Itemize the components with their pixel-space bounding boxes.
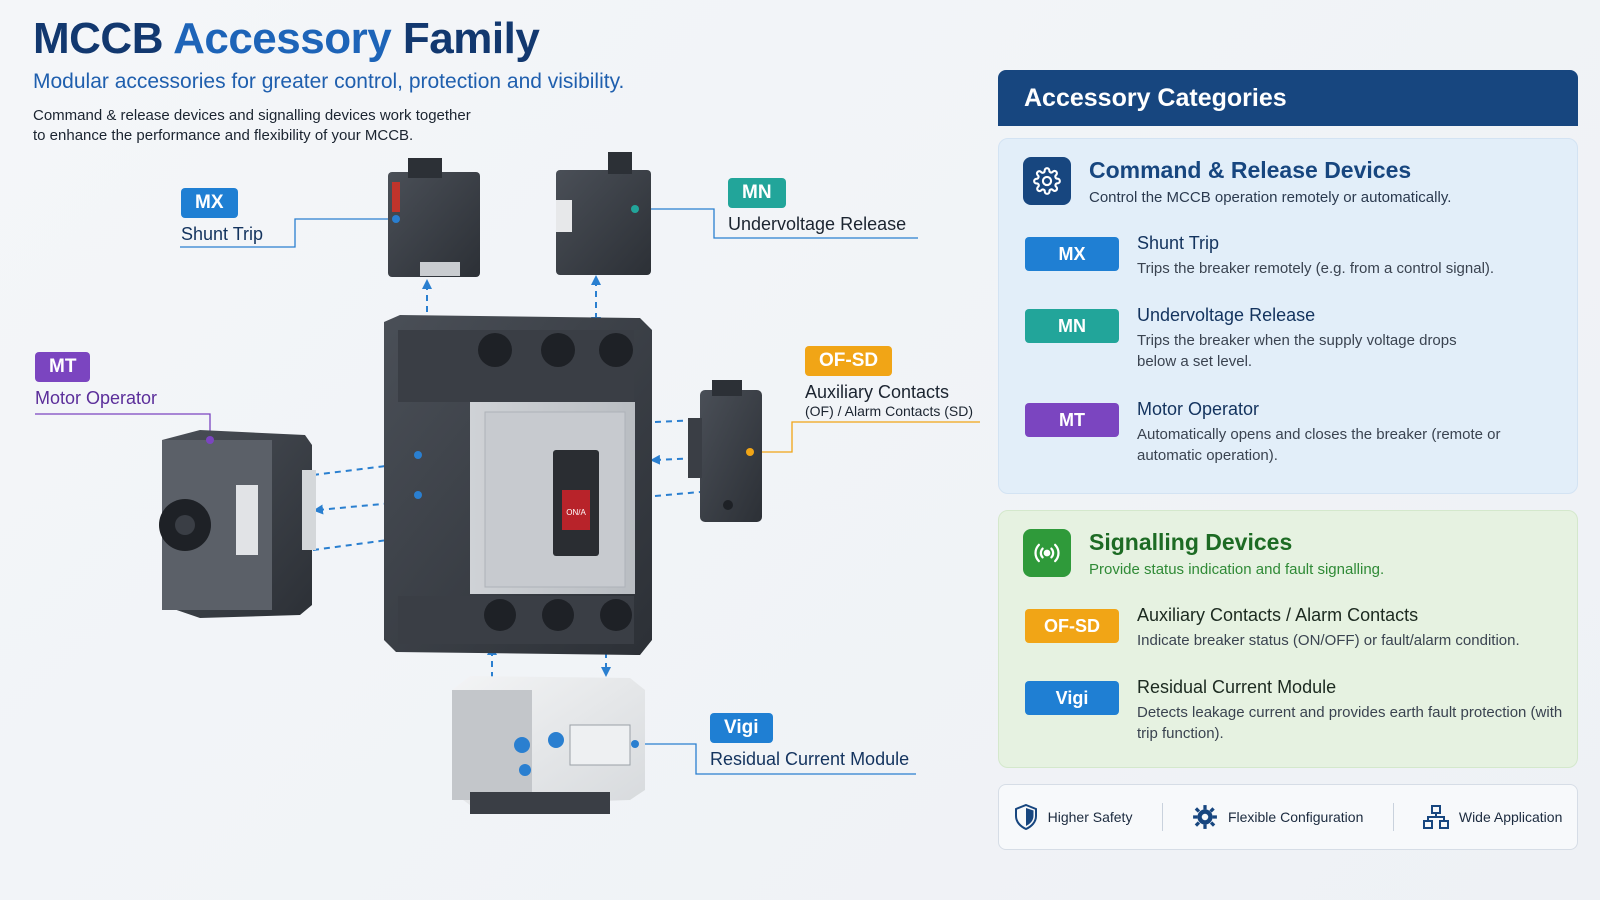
callout-mn: MN Undervoltage Release [728,178,906,238]
feature-higher-safety-label: Higher Safety [1047,809,1133,825]
item-mt-badge: MT [1025,403,1119,437]
item-ofsd-name: Auxiliary Contacts / Alarm Contacts [1137,605,1419,625]
gear-icon [1023,157,1071,205]
intro-line-1: Command & release devices and signalling… [33,107,471,124]
item-mt-name: Motor Operator [1137,399,1260,419]
feature-divider [1161,803,1163,831]
title-part-3: Family [402,14,540,63]
callout-mt: MT Motor Operator [35,352,157,412]
command-release-group: Command & Release Devices Control the MC… [998,138,1578,494]
item-mn-badge: MN [1025,309,1119,343]
ofsd-sublabel: (OF) / Alarm Contacts (SD) [805,403,974,419]
vigi-badge: Vigi [710,713,773,743]
mx-device [388,158,480,277]
mt-device [159,430,316,618]
item-vigi-badge: Vigi [1025,681,1119,715]
item-ofsd-desc: Indicate breaker status (ON/OFF) or faul… [1137,632,1520,649]
title-part-1: MCCB [33,14,163,63]
mccb-breaker: ON/A [384,315,652,655]
mx-label: Shunt Trip [181,224,264,244]
gear-icon [1193,805,1217,829]
mt-label: Motor Operator [35,388,158,408]
signalling-title: Signalling Devices [1089,529,1293,555]
ofsd-label: Auxiliary Contacts [805,382,950,402]
panel-title: Accessory Categories [998,70,1578,126]
mt-badge: MT [35,352,91,382]
feature-higher-safety: Higher Safety [1014,804,1133,830]
mn-label: Undervoltage Release [728,214,907,234]
feature-flexible-configuration-label: Flexible Configuration [1227,809,1364,825]
mn-leader [635,208,918,239]
feature-wide-application-label: Wide Application [1458,809,1563,825]
accessory-diagram: ON/A [0,140,980,900]
signalling-group: Signalling Devices Provide status indica… [998,510,1578,768]
item-ofsd-badge: OF-SD [1025,609,1119,643]
callout-ofsd: OF-SD Auxiliary Contacts (OF) / Alarm Co… [805,346,973,419]
command-description: Control the MCCB operation remotely or a… [1089,189,1452,206]
intro-text: Command & release devices and signalling… [33,106,503,146]
item-mx-desc: Trips the breaker remotely (e.g. from a … [1137,260,1495,277]
item-mn-desc: Trips the breaker when the supply voltag… [1137,332,1457,370]
ofsd-leader [750,421,980,453]
mn-badge: MN [728,178,786,208]
mt-connector-bottom [312,534,426,551]
item-vigi-desc: Detects leakage current and provides ear… [1137,704,1563,742]
ofsd-badge: OF-SD [805,346,893,376]
feature-divider [1392,803,1394,831]
command-title: Command & Release Devices [1089,157,1412,183]
network-icon [1422,805,1449,829]
page-title: MCCB Accessory Family [33,14,540,64]
signal-icon [1023,529,1071,577]
vigi-leader [635,743,916,775]
item-mx-name: Shunt Trip [1137,233,1220,253]
mx-leader [180,218,390,248]
title-part-2: Accessory [173,14,392,63]
ofsd-connector-bottom [654,491,701,497]
signalling-description: Provide status indication and fault sign… [1089,561,1385,578]
shield-icon [1014,804,1037,830]
callout-vigi: Vigi Residual Current Module [710,713,909,773]
item-vigi-name: Residual Current Module [1137,677,1337,697]
feature-flexible-configuration: Flexible Configuration [1192,804,1363,830]
feature-wide-application: Wide Application [1422,804,1563,830]
intro-line-2: to enhance the performance and flexibili… [33,127,414,144]
handle-label: ON/A [566,508,586,517]
vigi-device [452,676,645,814]
item-mx-badge: MX [1025,237,1119,271]
page-subtitle: Modular accessories for greater control,… [33,70,625,93]
ofsd-device [688,380,762,522]
vigi-label: Residual Current Module [710,749,910,769]
feature-bar: Higher Safety Flexible Configuration Wid… [998,784,1578,850]
item-mt-desc: Automatically opens and closes the break… [1137,426,1501,464]
callout-mx: MX Shunt Trip [181,188,263,248]
mx-badge: MX [181,188,238,218]
mn-device [556,152,651,275]
diagram-canvas: ON/A [35,152,980,814]
item-mn-name: Undervoltage Release [1137,305,1316,325]
